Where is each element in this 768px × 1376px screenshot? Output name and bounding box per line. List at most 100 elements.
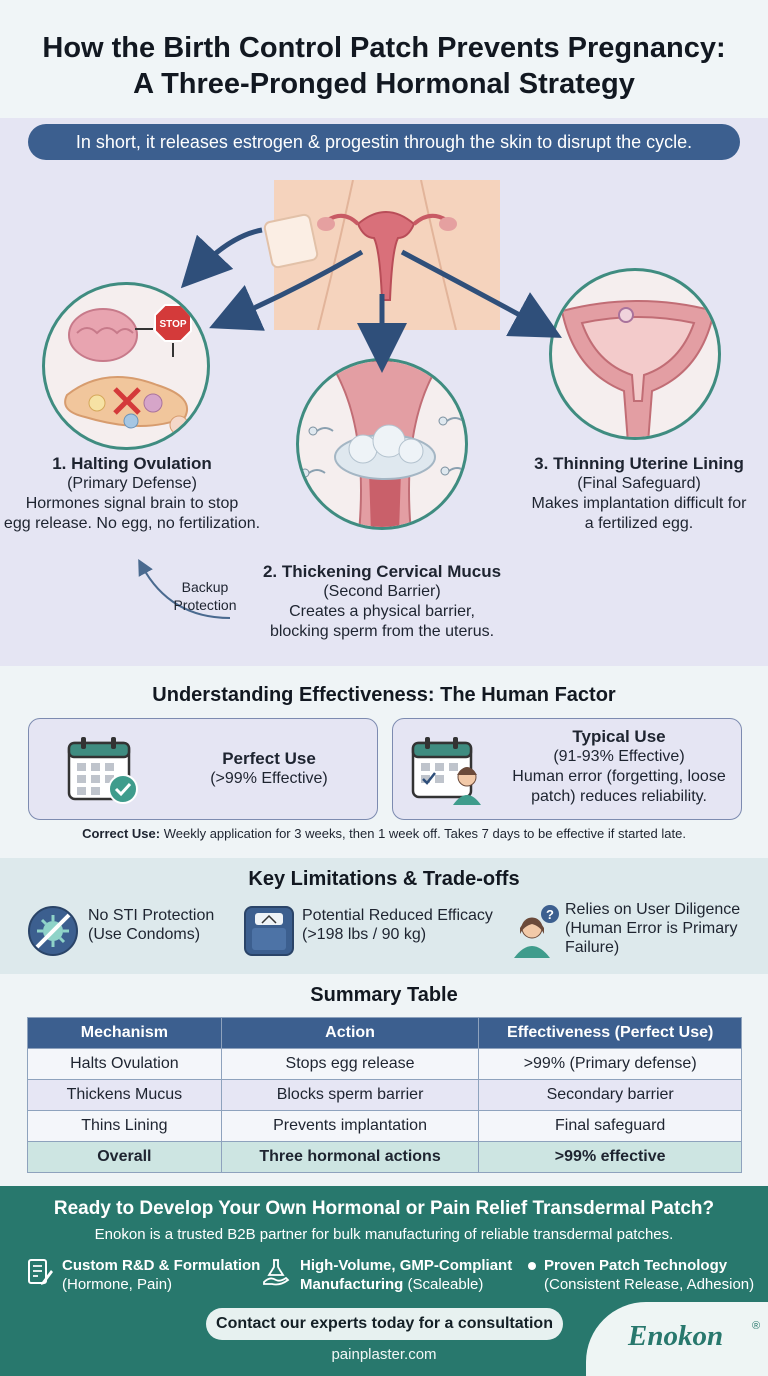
feature-manufacturing-detail: (Scaleable) [403,1276,484,1293]
table-cell: Thins Lining [27,1110,222,1142]
limitation-diligence-line3: Failure) [565,939,620,956]
limitation-diligence-text: Relies on User Diligence (Human Error is… [565,900,765,957]
table-cell: Overall [27,1141,222,1173]
svg-text:?: ? [546,907,554,922]
cervical-mucus-illustration [296,358,468,530]
website-link[interactable]: painplaster.com [331,1346,437,1363]
title-line-2: A Three-Pronged Hormonal Strategy [133,68,635,100]
mechanism-2-line1: Creates a physical barrier, [289,603,475,620]
summary-table-title: Summary Table [310,984,458,1006]
limitation-diligence-line2: (Human Error is Primary [565,920,738,937]
summary-table-section: Summary Table Mechanism Action Effective… [0,974,768,1186]
mechanism-1-text: 1. Halting Ovulation (Primary Defense) H… [2,454,262,534]
perfect-use-title: Perfect Use [222,749,316,768]
limitations-section: Key Limitations & Trade-offs No STI Prot… [0,858,768,974]
limitations-title: Key Limitations & Trade-offs [248,868,520,890]
mechanism-1-line2: egg release. No egg, no fertilization. [3,515,261,532]
backup-protection-label: Backup Protection [150,578,260,614]
table-row: Thickens Mucus Blocks sperm barrier Seco… [27,1079,742,1111]
feature-patch-tech-text: Proven Patch Technology (Consistent Rele… [544,1256,768,1294]
mechanism-3-title: 3. Thinning Uterine Lining [534,454,744,473]
page-title: How the Birth Control Patch Prevents Pre… [0,30,768,102]
correct-use-text: Weekly application for 3 weeks, then 1 w… [160,826,686,841]
perfect-use-card: Perfect Use (>99% Effective) [28,718,378,820]
stop-sign-text: STOP [159,319,186,330]
table-cell: >99% effective [478,1141,742,1173]
mechanism-section: In short, it releases estrogen & progest… [0,118,768,666]
mechanism-3-text: 3. Thinning Uterine Lining (Final Safegu… [510,454,768,534]
typical-use-card: Typical Use (91-93% Effective) Human err… [392,718,742,820]
calendar-person-icon [411,737,481,805]
uterine-lining-illustration [549,268,721,440]
user-question-icon: ? [514,905,559,958]
bullet-icon [528,1262,536,1270]
summary-table: Mechanism Action Effectiveness (Perfect … [27,1017,742,1173]
feature-custom-rd-detail: (Hormone, Pain) [62,1276,173,1293]
correct-use-note: Correct Use: Weekly application for 3 we… [0,826,768,841]
table-cell: Three hormonal actions [220,1141,480,1173]
mechanism-1-title: 1. Halting Ovulation [52,454,212,473]
mechanism-2-line2: blocking sperm from the uterus. [269,623,495,640]
hand-flask-icon [263,1259,290,1286]
table-header: Effectiveness (Perfect Use) [478,1017,742,1049]
table-header: Mechanism [27,1017,222,1049]
limitation-diligence-line1: Relies on User Diligence [565,901,741,918]
mechanism-2-subtitle: (Second Barrier) [323,583,441,600]
feature-custom-rd-title: Custom R&D & Formulation [62,1257,261,1274]
typical-use-title: Typical Use [572,727,666,746]
table-row: Halts Ovulation Stops egg release >99% (… [27,1048,742,1080]
correct-use-label: Correct Use: [82,826,161,841]
document-pen-icon [28,1259,53,1285]
footer-heading: Ready to Develop Your Own Hormonal or Pa… [53,1198,715,1219]
perfect-use-text: Perfect Use (>99% Effective) [179,749,359,789]
table-row-overall: Overall Three hormonal actions >99% effe… [27,1141,742,1173]
table-cell: >99% (Primary defense) [478,1048,742,1080]
registered-mark: ® [752,1320,761,1332]
limitation-weight-text: Potential Reduced Efficacy (>198 lbs / 9… [302,906,512,944]
perfect-use-value: (>99% Effective) [210,770,328,787]
mechanism-3-subtitle: (Final Safeguard) [577,475,701,492]
mechanism-2-title: 2. Thickening Cervical Mucus [262,562,502,581]
feature-manufacturing-title: High-Volume, GMP-Compliant [300,1257,513,1274]
typical-use-text: Typical Use (91-93% Effective) Human err… [503,727,735,807]
table-cell: Prevents implantation [220,1110,480,1142]
limitation-sti-line1: No STI Protection [88,907,215,924]
limitation-sti-line2: (Use Condoms) [88,926,201,943]
table-header: Action [220,1017,480,1049]
enokon-logo: Enokon [628,1320,724,1352]
table-cell: Halts Ovulation [27,1048,222,1080]
limitation-weight-line1: Potential Reduced Efficacy [302,907,493,924]
mechanism-1-subtitle: (Primary Defense) [67,475,197,492]
table-header-row: Mechanism Action Effectiveness (Perfect … [27,1017,742,1049]
table-cell: Thickens Mucus [27,1079,222,1111]
mechanism-3-line2: a fertilized egg. [584,515,694,532]
title-line-1: How the Birth Control Patch Prevents Pre… [42,32,726,64]
effectiveness-section: Understanding Effectiveness: The Human F… [0,666,768,858]
mechanism-1-line1: Hormones signal brain to stop [25,495,239,512]
backup-line1: Backup [181,579,229,595]
contact-cta-button[interactable]: Contact our experts today for a consulta… [206,1308,563,1340]
summary-banner: In short, it releases estrogen & progest… [28,124,740,160]
typical-use-value: (91-93% Effective) [553,748,685,765]
table-row: Thins Lining Prevents implantation Final… [27,1110,742,1142]
typical-use-line2: patch) reduces reliability. [531,788,707,805]
table-cell: Stops egg release [220,1048,480,1080]
backup-line2: Protection [173,597,237,613]
logo-area: Enokon ® [586,1302,768,1376]
feature-manufacturing-text: High-Volume, GMP-Compliant Manufacturing… [300,1256,530,1294]
effectiveness-title: Understanding Effectiveness: The Human F… [152,684,616,706]
mechanism-2-text: 2. Thickening Cervical Mucus (Second Bar… [252,562,512,642]
table-cell: Secondary barrier [478,1079,742,1111]
mechanism-3-line1: Makes implantation difficult for [531,495,747,512]
footer-cta-section: Ready to Develop Your Own Hormonal or Pa… [0,1186,768,1376]
feature-patch-tech-title: Proven Patch Technology [544,1257,728,1274]
no-virus-icon [28,906,78,956]
limitation-weight-line2: (>198 lbs / 90 kg) [302,926,427,943]
table-cell: Blocks sperm barrier [220,1079,480,1111]
torso-illustration [258,180,516,330]
typical-use-line1: Human error (forgetting, loose [512,768,726,785]
feature-custom-rd-text: Custom R&D & Formulation (Hormone, Pain) [62,1256,272,1294]
calendar-check-icon [67,737,138,804]
scale-icon [244,906,294,956]
